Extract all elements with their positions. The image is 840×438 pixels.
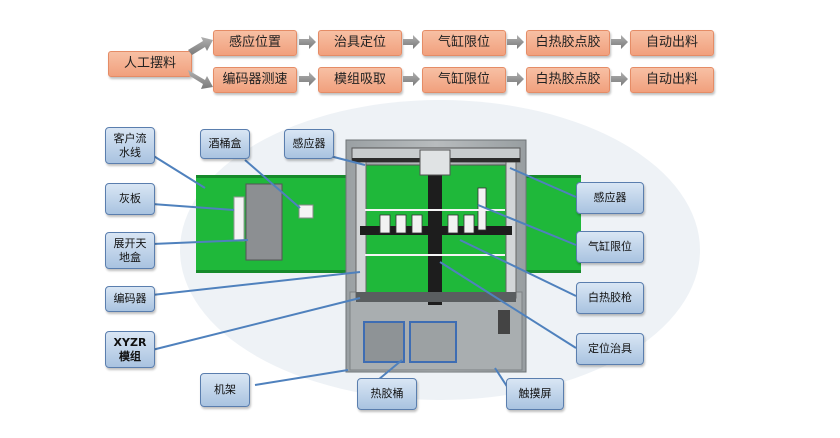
callout-sensor-top: 感应器	[284, 129, 334, 159]
callout-glue-bucket: 热胶桶	[357, 378, 417, 410]
callout-fixture: 定位治具	[576, 333, 644, 365]
callout-sensor-right: 感应器	[576, 182, 644, 214]
callout-expanded-box: 展开天 地盒	[105, 232, 155, 269]
flow-start-box: 人工摆料	[108, 51, 192, 77]
callout-cylinder-limit: 气缸限位	[576, 231, 644, 263]
callout-xyzr-module: XYZR 模组	[105, 331, 155, 368]
flow-row2-step5: 自动出料	[630, 67, 714, 93]
callout-frame: 机架	[200, 373, 250, 407]
flow-row1-step5: 自动出料	[630, 30, 714, 56]
callout-pointers	[151, 154, 577, 389]
alcohol-box-part	[298, 204, 314, 219]
flow-row1-step4: 白热胶点胶	[526, 30, 610, 56]
flow-branch-arrows	[188, 37, 213, 89]
gray-board	[245, 183, 283, 261]
flow-row2-step1: 编码器测速	[213, 67, 297, 93]
callout-touchscreen: 触摸屏	[506, 378, 564, 410]
flow-row2-step2: 模组吸取	[318, 67, 402, 93]
flow-row1-step3: 气缸限位	[422, 30, 506, 56]
callout-customer-conveyor: 客户流 水线	[105, 127, 155, 164]
flow-arrows	[299, 35, 628, 86]
callout-glue-gun: 白热胶枪	[576, 282, 644, 314]
flow-row1-step1: 感应位置	[213, 30, 297, 56]
callout-alcohol-box: 酒桶盒	[200, 129, 250, 159]
flow-row2-step4: 白热胶点胶	[526, 67, 610, 93]
callout-encoder: 编码器	[105, 286, 155, 312]
flow-row1-step2: 治具定位	[318, 30, 402, 56]
callout-gray-board: 灰板	[105, 183, 155, 215]
flow-row2-step3: 气缸限位	[422, 67, 506, 93]
